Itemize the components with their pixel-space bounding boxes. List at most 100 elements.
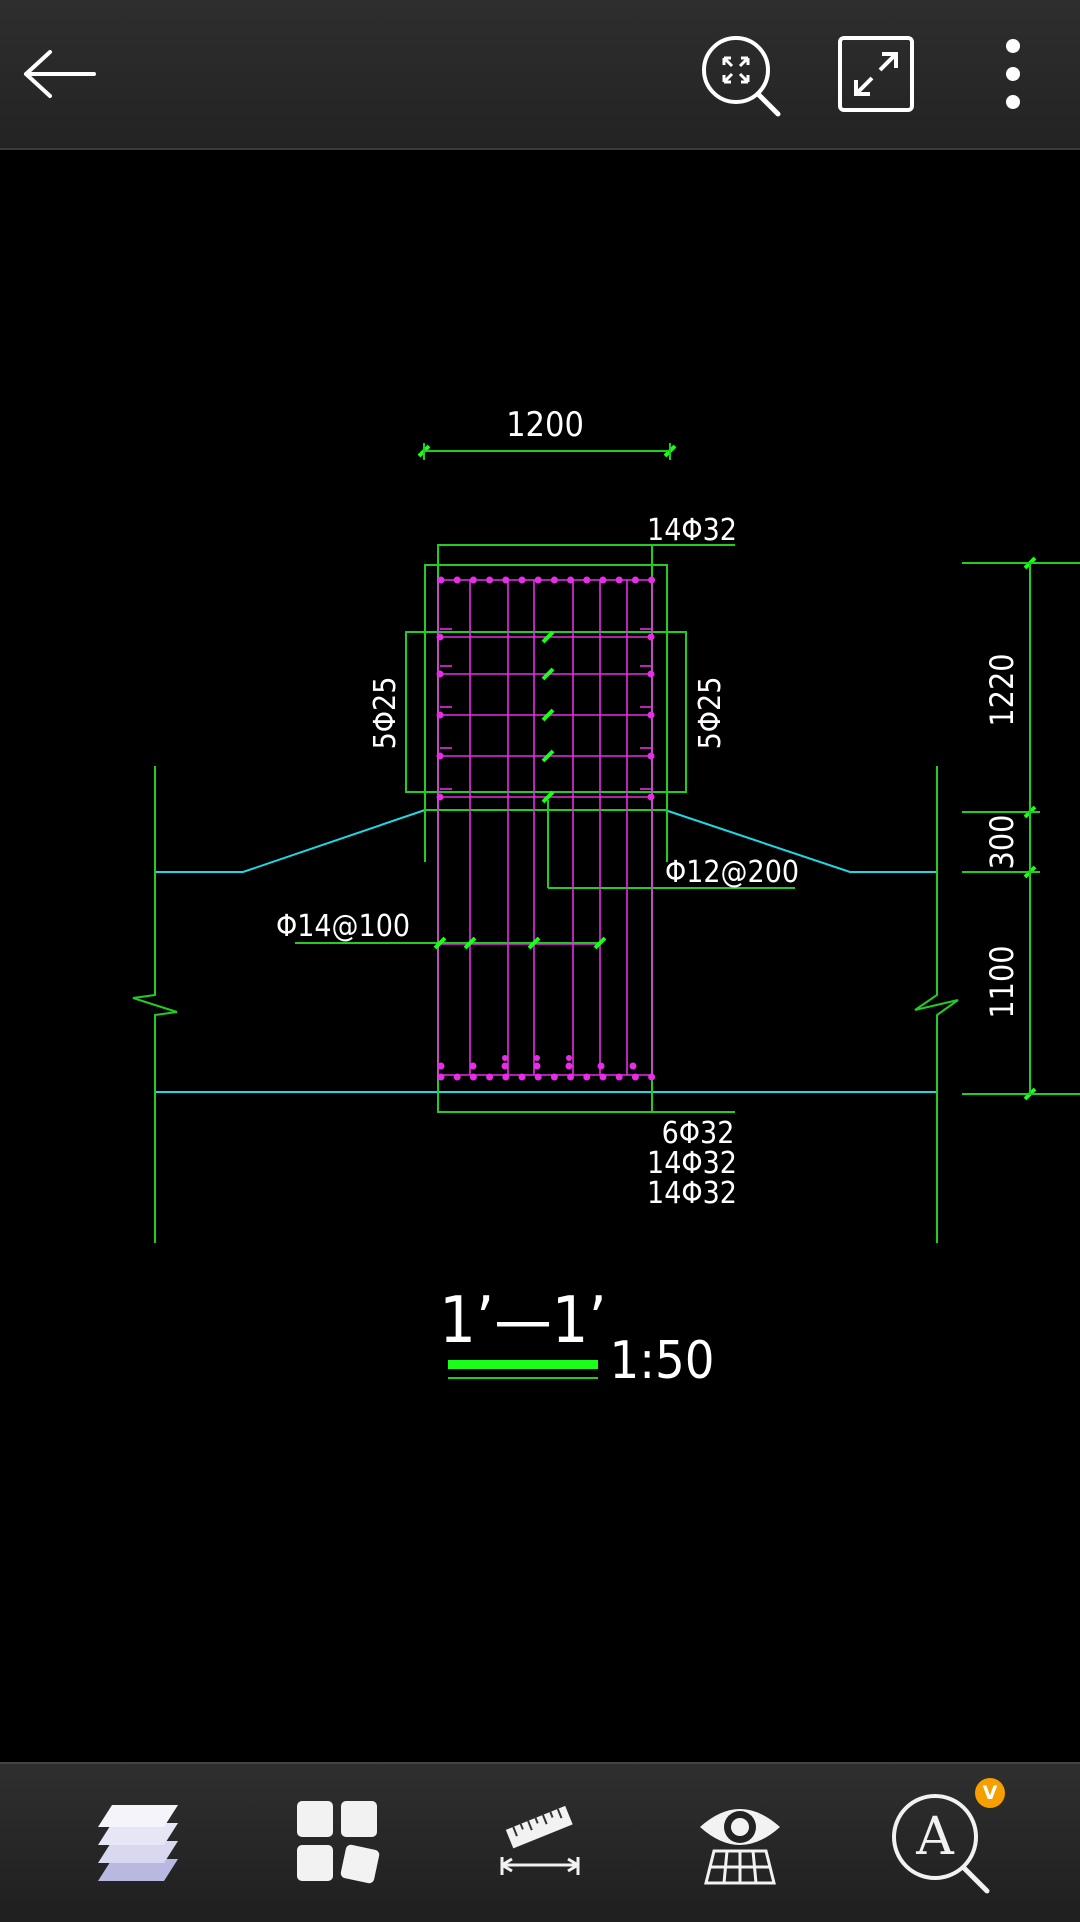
dimension-tick — [541, 708, 555, 722]
view-icon — [700, 1809, 780, 1885]
dim-right-1: 1220 — [983, 653, 1021, 726]
fullscreen-button[interactable] — [836, 34, 916, 114]
rebar-dot — [534, 1055, 540, 1061]
section-title: 1’—1’ — [439, 1284, 606, 1358]
rebar-dot — [469, 576, 477, 584]
svg-text:A: A — [915, 1807, 955, 1867]
rebar-dot — [647, 670, 655, 678]
rebar-dot — [518, 1073, 526, 1081]
rebar-dot — [599, 1073, 607, 1081]
rebar-dot — [550, 1073, 558, 1081]
rebar-dot — [533, 1062, 541, 1070]
rebar-cage — [437, 579, 653, 1076]
layouts-button[interactable] — [278, 1782, 398, 1902]
rebar-dot — [502, 1055, 508, 1061]
side-rebar-left: 5Φ25 — [368, 677, 403, 750]
rebar-dot — [599, 576, 607, 584]
dimension-tick — [463, 936, 477, 950]
rebar-dot — [583, 576, 591, 584]
dimension-ticks — [417, 444, 1037, 1101]
rebar-dot — [469, 1062, 477, 1070]
rebar-dot — [436, 752, 444, 760]
drawing-canvas[interactable]: 1200 14Φ32 5Φ25 5Φ25 Φ12@200 Φ14@100 122… — [0, 150, 1080, 1762]
rebar-dot — [566, 1055, 572, 1061]
top-rebar-label: 14Φ32 — [647, 513, 737, 548]
dim-right-3: 1100 — [983, 945, 1021, 1018]
rebar-dot — [629, 1062, 637, 1070]
rebar-dot — [518, 576, 526, 584]
fullscreen-icon — [838, 36, 914, 112]
dimension-tick — [433, 936, 447, 950]
rebar-dot — [436, 711, 444, 719]
right-dimension — [962, 562, 1080, 1095]
dim-right-2: 300 — [983, 815, 1021, 870]
top-dimension — [423, 443, 671, 460]
rebar-dot — [615, 576, 623, 584]
dimension-tick — [541, 749, 555, 763]
rebar-dot — [453, 576, 461, 584]
rebar-dot — [534, 1073, 542, 1081]
measure-button[interactable] — [480, 1782, 600, 1902]
layers-button[interactable] — [78, 1782, 198, 1902]
measure-icon — [500, 1805, 580, 1875]
title-underline — [448, 1360, 598, 1369]
rebar-dot — [567, 1073, 575, 1081]
rebar-dot — [631, 576, 639, 584]
rebar-dot — [502, 1073, 510, 1081]
rebar-dot — [436, 633, 444, 641]
more-vert-icon — [1006, 39, 1020, 109]
back-arrow-icon — [24, 50, 96, 98]
bottom-rebar-2: 14Φ32 — [647, 1146, 737, 1181]
side-rebar-right: 5Φ25 — [693, 677, 728, 750]
rebar-dot — [583, 1073, 591, 1081]
bottom-toolbar: A V — [0, 1762, 1080, 1922]
rebar-dot — [648, 576, 656, 584]
rebar-dot — [437, 576, 445, 584]
rebar-dot — [615, 1073, 623, 1081]
dimension-tick — [541, 630, 555, 644]
top-toolbar — [0, 0, 1080, 150]
layers-icon — [98, 1805, 178, 1881]
rebar-dot — [469, 1073, 477, 1081]
rebar-dot — [501, 1062, 509, 1070]
cad-drawing: 1200 14Φ32 5Φ25 5Φ25 Φ12@200 Φ14@100 122… — [132, 405, 1080, 1391]
text-search-button[interactable]: A V — [880, 1778, 1005, 1902]
top-width-dim: 1200 — [506, 405, 584, 445]
rebar-dot — [437, 1073, 445, 1081]
rebar-dot — [567, 576, 575, 584]
tie-label: Φ14@100 — [276, 909, 410, 944]
rebar-dot — [647, 633, 655, 641]
rebar-dot — [486, 576, 494, 584]
dimension-tick — [593, 936, 607, 950]
rebar-dot — [647, 711, 655, 719]
text-search-icon: A — [892, 1794, 990, 1894]
back-button[interactable] — [18, 34, 102, 114]
rebar-dot — [534, 576, 542, 584]
more-menu-button[interactable] — [990, 34, 1036, 114]
view-button[interactable] — [680, 1782, 800, 1902]
bottom-rebar-3: 14Φ32 — [647, 1176, 737, 1211]
rebar-dot — [647, 793, 655, 801]
rebar-dot — [647, 752, 655, 760]
dimension-tick — [541, 667, 555, 681]
rebar-dot — [437, 1062, 445, 1070]
rebar-dot — [565, 1062, 573, 1070]
break-lines — [132, 766, 959, 1243]
rebar-dot — [436, 793, 444, 801]
rebar-dot — [502, 576, 510, 584]
layouts-icon — [297, 1801, 380, 1884]
dimension-tick — [527, 936, 541, 950]
rebar-dot — [631, 1073, 639, 1081]
rebar-dots — [436, 576, 656, 1081]
stirrup-label: Φ12@200 — [665, 855, 799, 890]
zoom-extents-button[interactable] — [700, 34, 784, 118]
rebar-dot — [597, 1062, 605, 1070]
rebar-dot — [453, 1073, 461, 1081]
bottom-rebar-1: 6Φ32 — [662, 1116, 735, 1151]
slab-outline — [155, 809, 937, 1093]
rebar-dot — [648, 1073, 656, 1081]
rebar-dot — [436, 670, 444, 678]
rebar-dot — [550, 576, 558, 584]
version-badge: V — [975, 1778, 1005, 1808]
rebar-dot — [486, 1073, 494, 1081]
